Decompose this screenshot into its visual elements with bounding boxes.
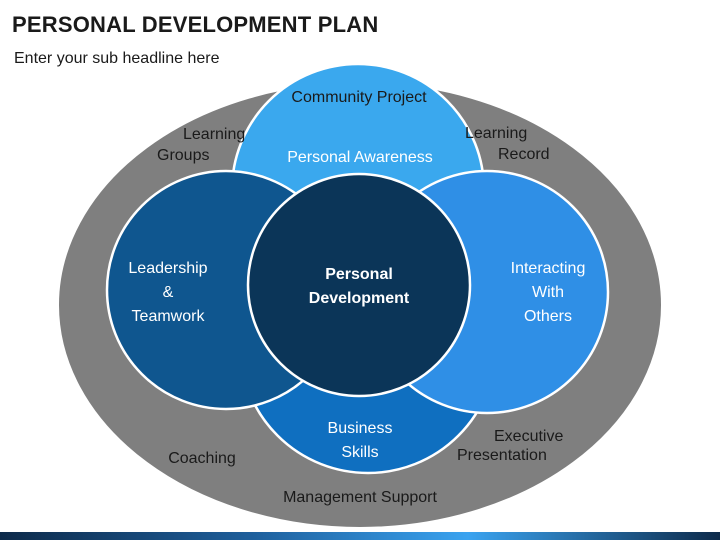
label-line: Management Support <box>283 489 437 506</box>
page-title: PERSONAL DEVELOPMENT PLAN <box>12 12 379 37</box>
label-line: Record <box>498 146 550 163</box>
label-management-support: Management Support <box>283 489 437 506</box>
center-circle <box>246 172 472 398</box>
label-line: Presentation <box>457 447 547 464</box>
label-leadership-teamwork: Leadership & Teamwork <box>128 260 207 325</box>
label-line: Personal <box>325 266 393 283</box>
label-line: Interacting <box>511 260 586 277</box>
label-line: Development <box>309 290 410 307</box>
label-line: Teamwork <box>132 308 206 325</box>
label-line: Learning <box>183 126 245 143</box>
label-line: Executive <box>494 428 563 445</box>
label-line: Business <box>328 420 393 437</box>
label-line: Others <box>524 308 572 325</box>
label-community-project: Community Project <box>291 89 427 106</box>
label-coaching: Coaching <box>168 450 236 467</box>
label-line: Groups <box>157 147 209 164</box>
label-line: Community Project <box>291 89 427 106</box>
bottom-accent-bar <box>0 532 720 540</box>
label-line: & <box>163 284 174 301</box>
label-line: Coaching <box>168 450 236 467</box>
label-line: With <box>532 284 564 301</box>
label-line: Personal Awareness <box>287 149 433 166</box>
page-subtitle: Enter your sub headline here <box>14 50 220 67</box>
label-line: Skills <box>341 444 378 461</box>
label-line: Leadership <box>128 260 207 277</box>
label-line: Learning <box>465 125 527 142</box>
label-personal-awareness: Personal Awareness <box>287 149 433 166</box>
